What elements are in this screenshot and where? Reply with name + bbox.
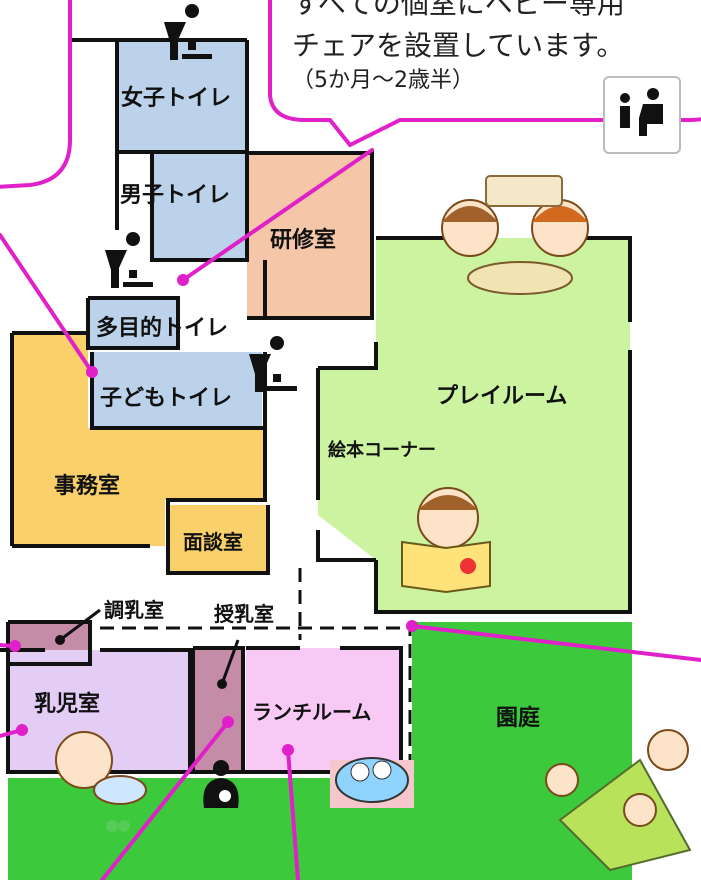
leader-lines: [59, 608, 240, 685]
baby-chair-glyph-icon: [620, 88, 663, 136]
label-interview-room: 面談室: [183, 530, 243, 554]
nursing-mother-icon: [203, 760, 239, 808]
nursing-room: [193, 648, 243, 772]
callout-dots: [9, 274, 418, 756]
formula-room-dot: [55, 635, 65, 645]
bubble-text-line3: （5か月〜2歳半）: [292, 68, 474, 93]
label-training-room: 研修室: [270, 228, 337, 253]
callout-lines: [0, 148, 701, 880]
label-lunch-room: ランチルーム: [252, 700, 372, 724]
boy-reading-illustration: [401, 487, 491, 594]
label-picture-book-corner: 絵本コーナー: [328, 440, 436, 461]
lunch-room: [246, 648, 401, 772]
diaper-changing-icon: [164, 4, 212, 60]
label-formula-room: 調乳室: [104, 598, 164, 622]
top-speech-bubble: [268, 0, 701, 148]
baby-crawling-illustration: [55, 731, 147, 832]
label-nursing-room: 授乳室: [214, 602, 274, 626]
interview-room: [168, 505, 268, 573]
left-speech-bubble: [0, 0, 72, 189]
label-garden: 園庭: [496, 706, 541, 731]
slide-illustration: [545, 729, 692, 872]
bubble-text-line1: すべての個室にベビー専用: [292, 0, 625, 20]
kids-toilet-room: [92, 352, 262, 428]
bubble-text-line2: チェアを設置しています。: [292, 29, 625, 62]
label-play-room: プレイルーム: [436, 384, 568, 409]
label-multipurpose-toilet: 多目的トイレ: [96, 316, 229, 341]
label-kids-toilet: 子どもトイレ: [100, 386, 233, 411]
diaper-changing-icon: [249, 336, 297, 392]
label-boys-toilet: 男子トイレ: [120, 183, 231, 208]
children-eating-illustration: [441, 175, 589, 295]
label-girls-toilet: 女子トイレ: [121, 86, 232, 111]
baby-chair-sign-icon: [603, 76, 681, 154]
label-office: 事務室: [54, 474, 121, 499]
label-infant-room: 乳児室: [34, 692, 101, 717]
nursing-room-dot: [217, 679, 227, 689]
walls: [0, 38, 632, 774]
multipurpose-toilet-room: [88, 298, 178, 348]
diaper-changing-icon: [105, 232, 153, 288]
lunch-box-illustration: [330, 757, 414, 808]
dashed-boundaries: [100, 568, 412, 772]
training-room: [247, 153, 372, 318]
office-room: [12, 333, 265, 546]
play-room: [318, 238, 630, 612]
boys-toilet-room: [152, 153, 247, 259]
